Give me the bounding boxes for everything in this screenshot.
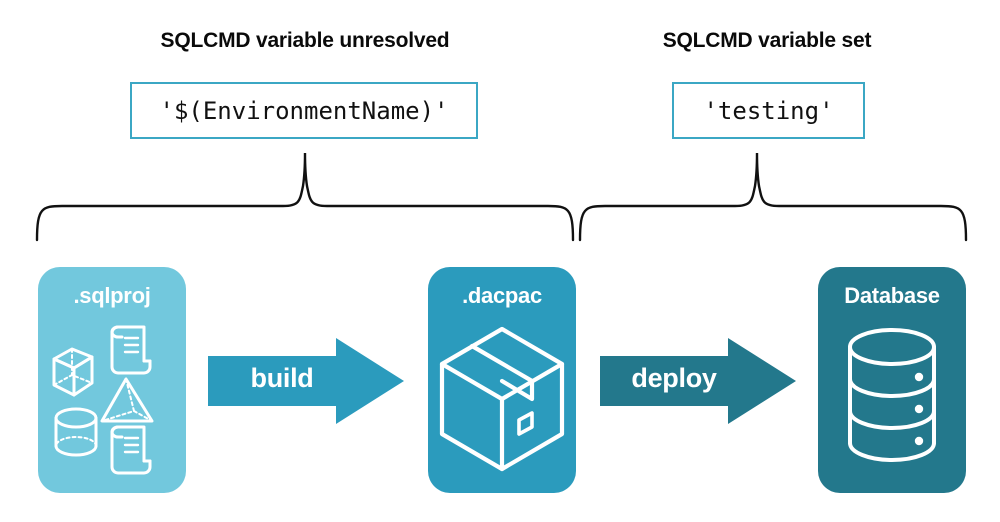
code-box-unresolved: '$(EnvironmentName)' [130, 82, 478, 139]
section-title-unresolved: SQLCMD variable unresolved [160, 29, 450, 52]
database-cylinder-icon [848, 328, 936, 462]
code-box-set: 'testing' [672, 82, 865, 139]
artifact-box-dacpac[interactable]: .dacpac [428, 267, 576, 493]
arrow-deploy-path [600, 338, 796, 424]
brace-right [578, 152, 968, 242]
arrow-build: build [208, 336, 408, 426]
project-shapes-and-scripts-icon [52, 325, 154, 475]
package-box-icon [439, 326, 565, 472]
arrow-deploy: deploy [600, 336, 800, 426]
brace-left [35, 152, 575, 242]
arrow-deploy-shape [600, 338, 796, 424]
section-title-set: SQLCMD variable set [662, 29, 872, 52]
database-status-dots [914, 372, 924, 446]
artifact-box-database[interactable]: Database [818, 267, 966, 493]
artifact-label-dacpac: .dacpac [462, 283, 542, 308]
artifact-label-database: Database [844, 283, 940, 308]
arrow-build-shape [208, 338, 404, 424]
artifact-label-sqlproj: .sqlproj [73, 283, 151, 308]
artifact-box-sqlproj[interactable]: .sqlproj [38, 267, 186, 493]
arrow-build-path [208, 338, 404, 424]
